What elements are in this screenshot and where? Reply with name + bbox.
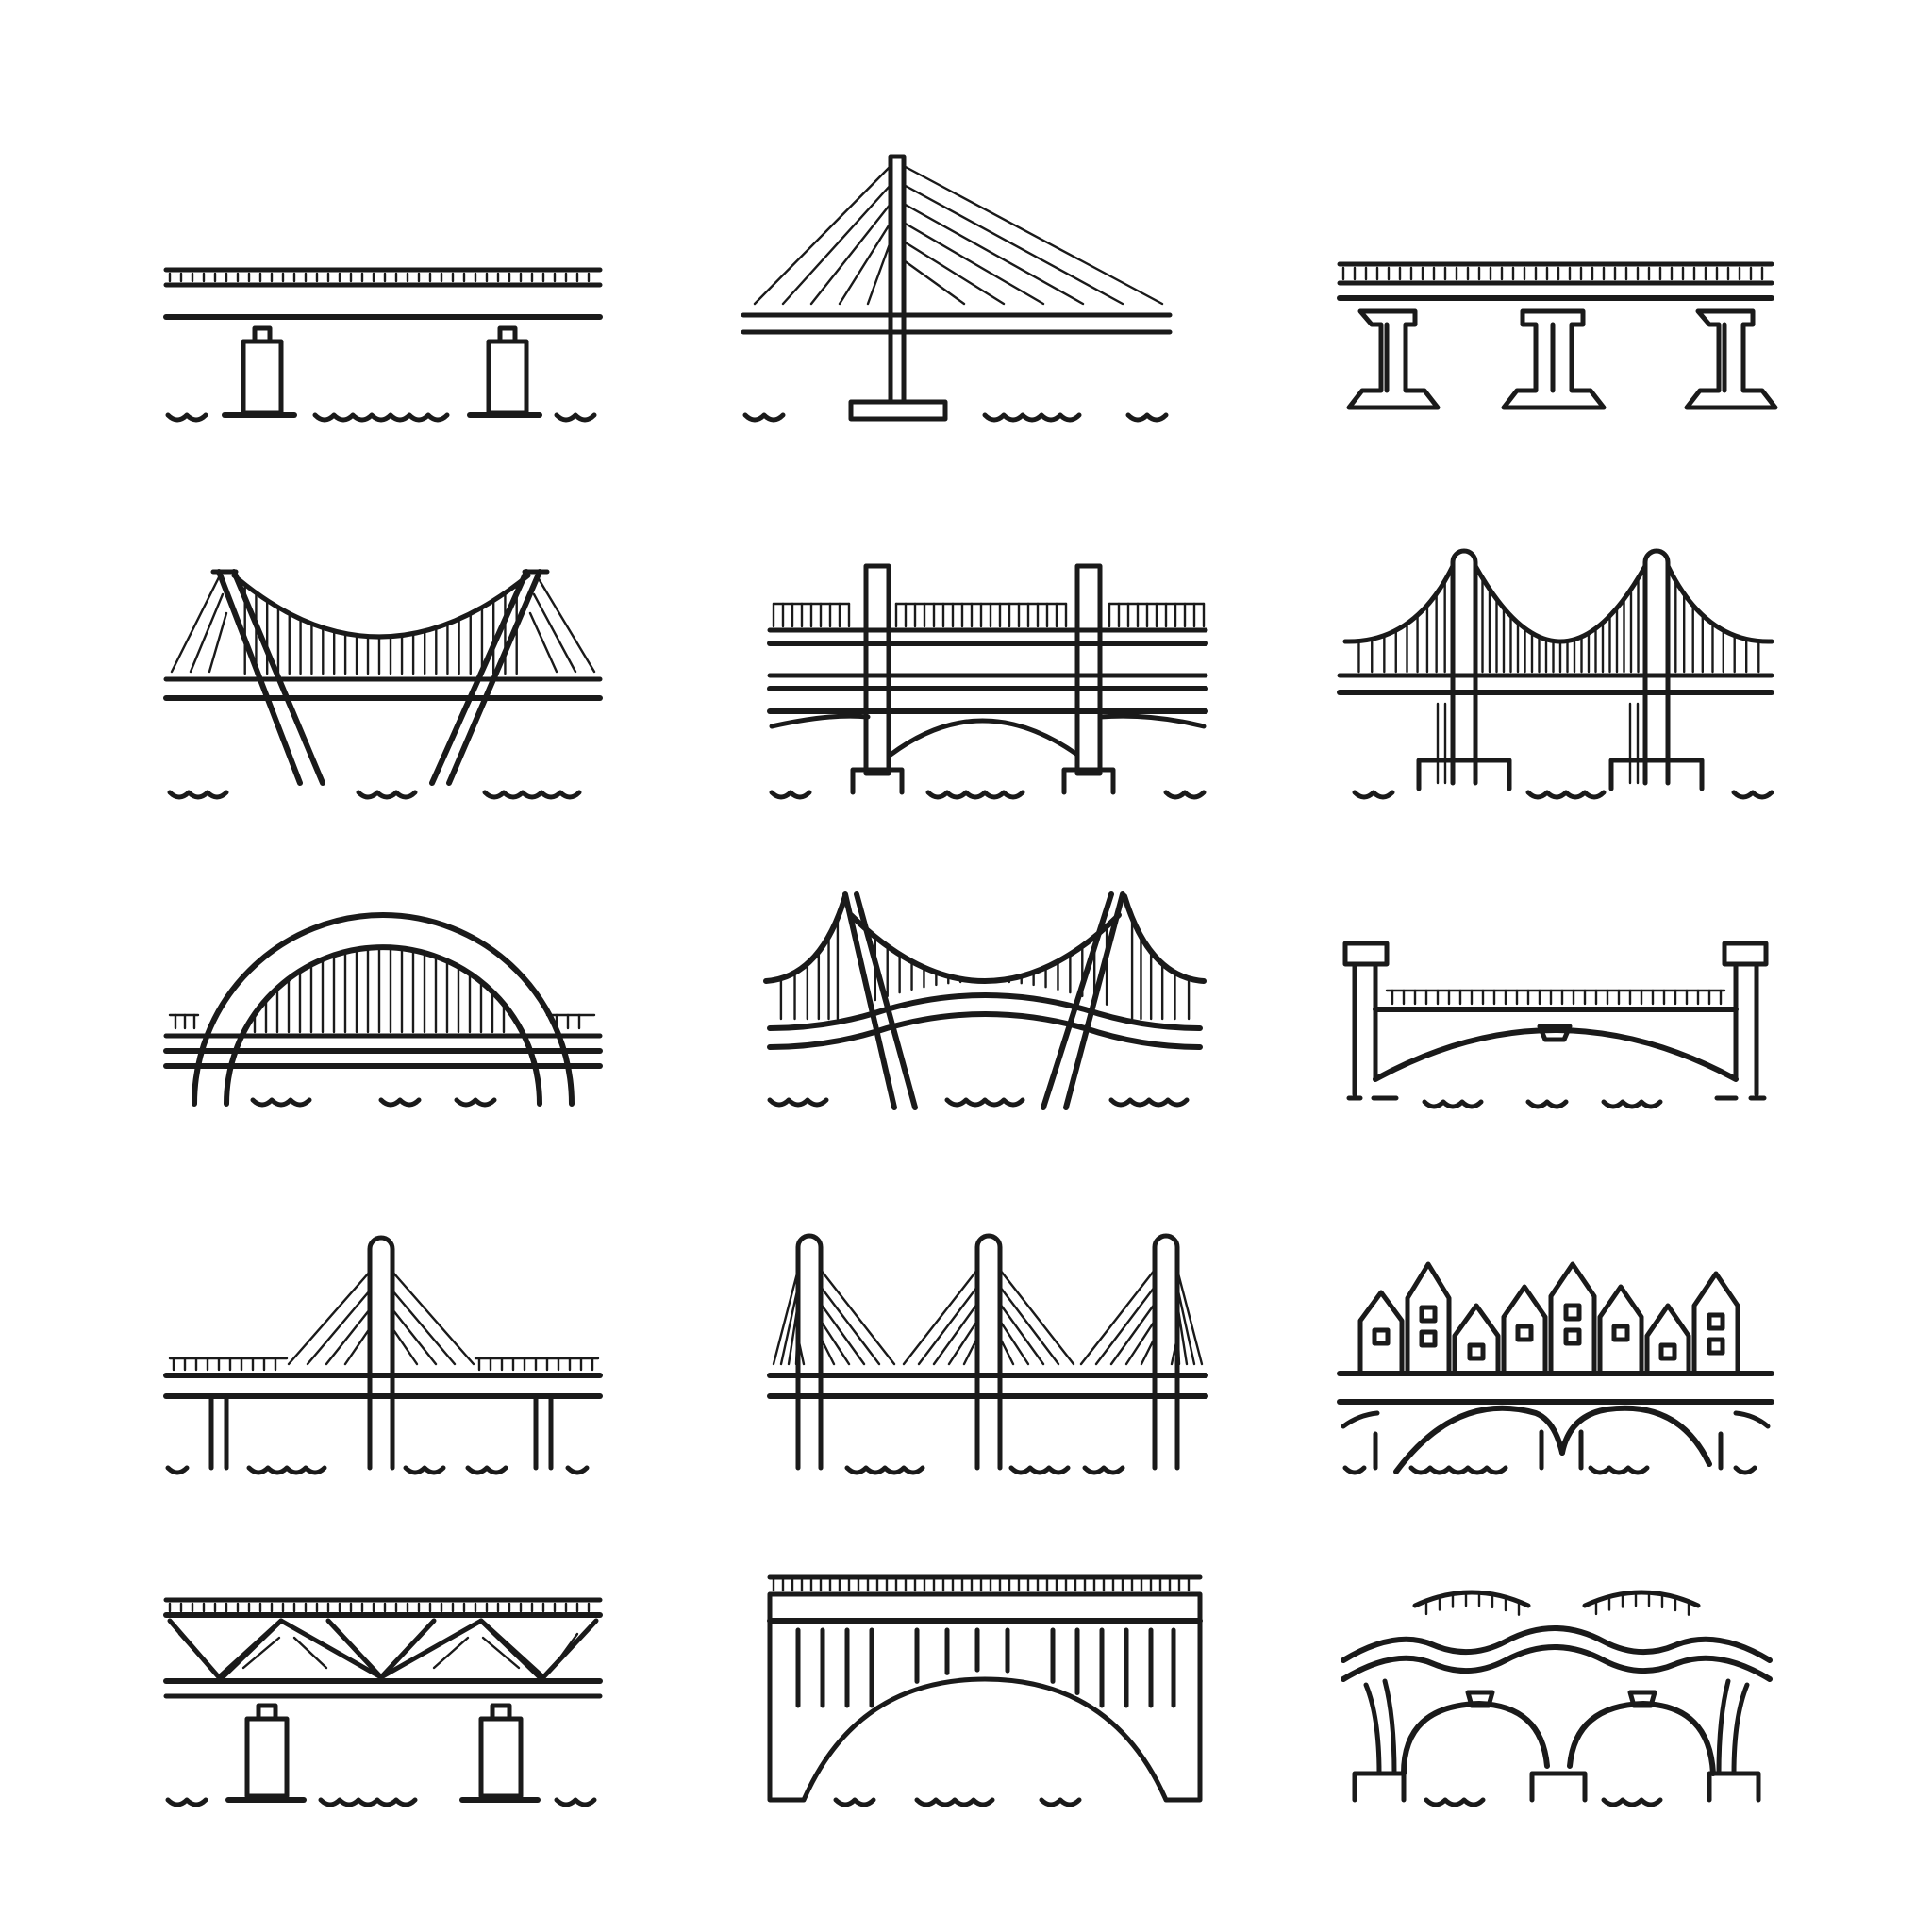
a-frame-suspension-bridge-icon bbox=[163, 569, 603, 800]
deck-arch-bridge-icon bbox=[767, 1574, 1203, 1807]
multi-pylon-cable-stayed-bridge-icon bbox=[767, 1233, 1208, 1475]
truss-bridge-icon bbox=[163, 1597, 603, 1807]
cable-stayed-bridge-icon bbox=[163, 1235, 603, 1475]
single-pylon-cable-stayed-bridge-icon bbox=[741, 154, 1173, 423]
beam-bridge-icon bbox=[163, 267, 603, 423]
twin-arch-stone-bridge-icon bbox=[1341, 1590, 1773, 1807]
houses-on-bridge-icon bbox=[1337, 1261, 1774, 1475]
tower-girder-bridge-icon bbox=[767, 563, 1208, 800]
viaduct-bridge-icon bbox=[1337, 261, 1778, 410]
through-arch-bridge-icon bbox=[163, 912, 603, 1108]
inclined-tower-suspension-bridge-icon bbox=[763, 891, 1207, 1110]
suspension-bridge-icon bbox=[1337, 548, 1774, 800]
pillared-arch-bridge-icon bbox=[1342, 941, 1769, 1109]
